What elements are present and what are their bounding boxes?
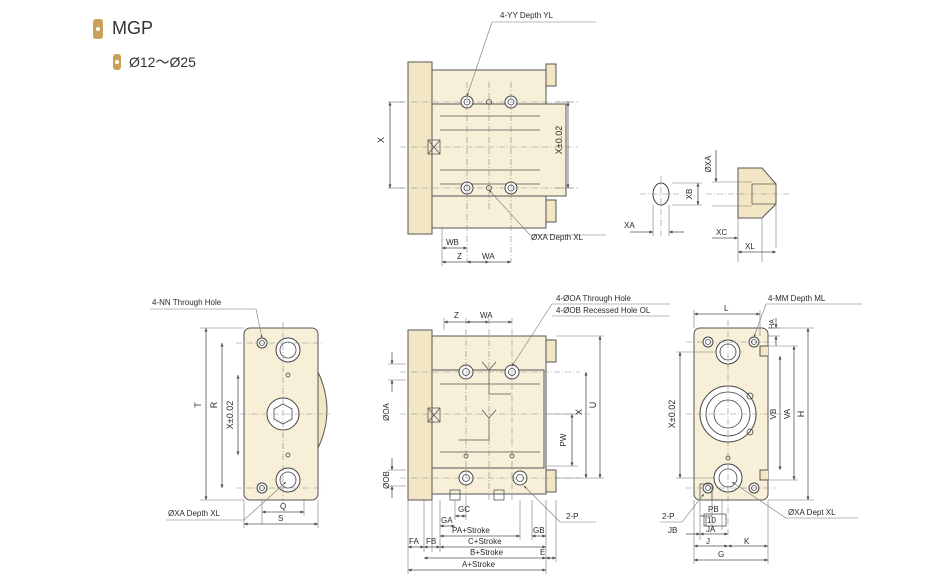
right-label-g: G [718,550,724,559]
front-label-ob: ØOB [382,471,391,489]
bullet-icon [113,54,121,70]
left-label-pin-hole: ØXA Depth XL [168,509,221,518]
left-label-q: Q [280,502,286,511]
right-label-ha: HA [769,319,776,329]
left-side-view: T R X±0.02 4-NN Through Hole Q S ØXA Dep… [150,298,330,528]
top-rod-upper [545,63,557,87]
top-body-step [431,103,567,197]
right-label-j: J [706,537,710,546]
front-label-x: X [574,409,584,415]
right-label-vb: VB [769,409,778,420]
front-label-fa: FA [409,537,419,546]
front-rod-lower [545,469,557,493]
left-label-through: 4-NN Through Hole [152,298,222,307]
front-view: Z WA 4-ØOA Through Hole 4-ØOB Recessed H… [382,294,670,574]
right-label-2p: 2-P [662,512,674,521]
right-label-k: K [744,537,750,546]
bore-range: Ø12～Ø25 [113,52,196,72]
front-label-2p: 2-P [566,512,578,521]
detail-label-xc: XC [716,228,727,237]
detail-label-xb: XB [685,189,694,200]
right-label-ja: JA [706,525,716,534]
series-model: MGP [112,18,154,38]
right-label-va: VA [783,408,792,419]
front-label-wa: WA [480,311,493,320]
right-label-pin-hole: ØXA Dept XL [788,508,836,517]
top-label-wb: WB [446,238,459,247]
front-label-c-stroke: C+Stroke [468,537,502,546]
front-label-b-stroke: B+Stroke [470,548,504,557]
front-label-e: E [540,548,545,557]
left-label-x-tol: X±0.02 [225,401,235,429]
detail-label-xa-phi: ØXA [704,155,713,173]
top-view: X X±0.02 4-YY Depth YL ØXA Depth XL WB Z… [376,11,606,266]
front-label-a-stroke: A+Stroke [462,560,496,569]
bore-range-text: Ø12～Ø25 [129,54,196,70]
front-label-gb: GB [533,526,545,535]
top-label-z: Z [457,252,462,261]
right-label-l: L [724,304,729,313]
left-label-t: T [193,402,203,408]
top-label-x-tol: X±0.02 [554,126,564,154]
right-label-jb: JB [668,526,677,535]
front-label-z: Z [454,311,459,320]
pin-section [737,167,777,219]
pin-detail-view: XA XB ØXA XC XL [624,150,790,262]
detail-label-xl: XL [745,242,755,251]
left-label-r: R [209,401,219,408]
front-label-gc: GC [458,505,470,514]
top-label-wa: WA [482,252,495,261]
front-label-recessed: 4-ØOB Recessed Hole OL [556,306,651,315]
series-title: MGP [93,18,153,39]
right-label-h: H [796,411,806,418]
right-flange [759,336,769,481]
top-label-x: X [376,137,386,143]
right-label-10: 10 [707,516,716,525]
right-label-mm: 4-MM Depth ML [768,294,826,303]
front-label-pa-stroke: PA+Stroke [452,526,490,535]
front-label-oa: ØOA [382,402,391,420]
top-label-holes: 4-YY Depth YL [500,11,554,20]
front-rod-upper [545,339,557,363]
right-side-view: L 4-MM Depth ML HA VB VA H X±0.02 [660,294,862,564]
top-rod-lower [545,199,557,223]
left-bulge [317,371,328,449]
front-label-pw: PW [559,433,568,446]
front-label-u: U [588,402,598,409]
front-label-ga: GA [441,516,453,525]
left-label-s: S [278,514,283,523]
detail-label-xa: XA [624,221,635,230]
front-body-step [431,369,545,469]
right-label-x-tol: X±0.02 [667,400,677,428]
bullet-icon [93,18,103,39]
top-label-pin-hole: ØXA Depth XL [531,233,584,242]
right-label-pb: PB [708,505,719,514]
front-label-fb: FB [426,537,436,546]
front-label-through: 4-ØOA Through Hole [556,294,632,303]
